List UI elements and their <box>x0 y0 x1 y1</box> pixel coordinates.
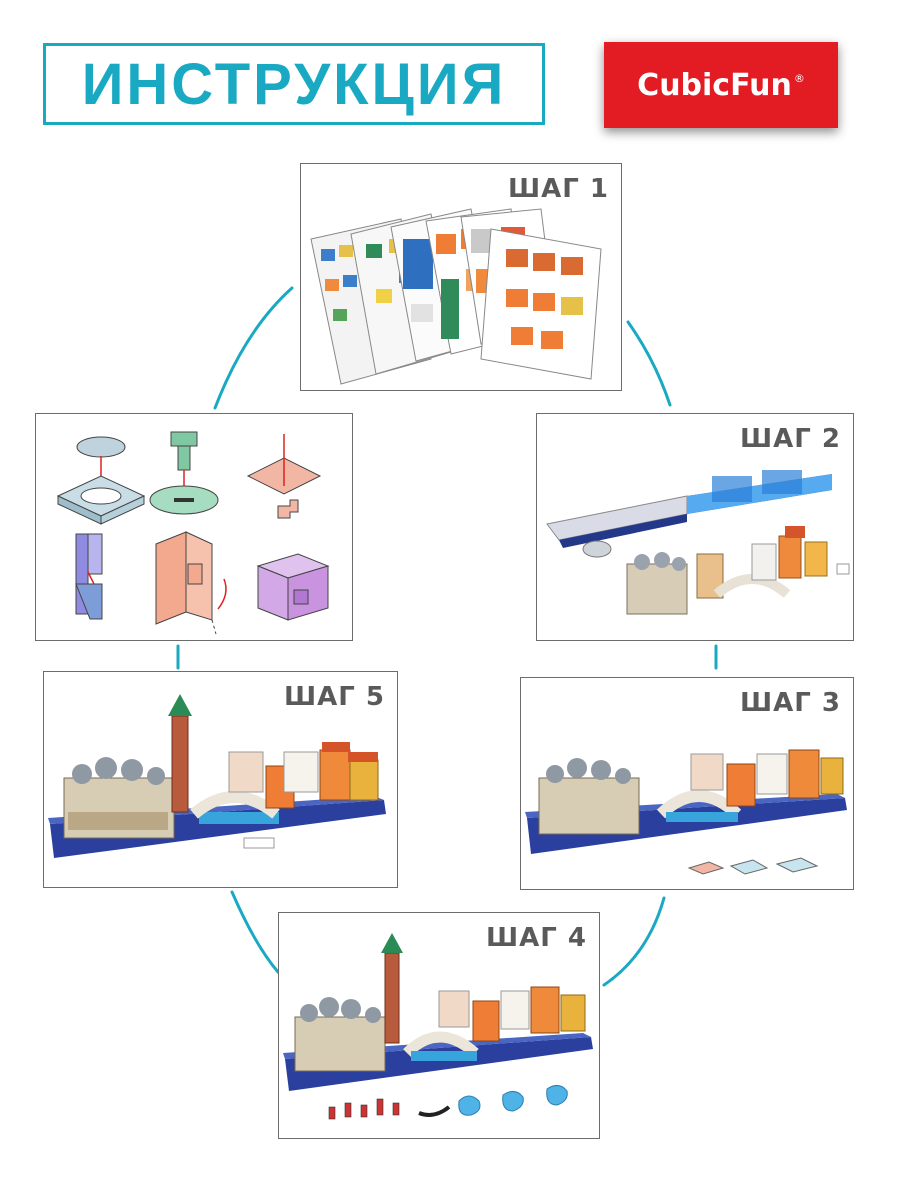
completed-model-illustration <box>48 694 386 858</box>
page-title: ИНСТРУКЦИЯ <box>81 51 507 117</box>
cubicfun-logo: CubicFun ® <box>604 42 838 128</box>
step-3-panel: ШАГ 3 <box>520 677 854 890</box>
step-1-panel: ШАГ 1 <box>300 163 622 391</box>
puzzle-sheets-illustration <box>310 208 602 385</box>
step-3-label: ШАГ 3 <box>740 688 841 718</box>
step-1-label: ШАГ 1 <box>508 174 609 204</box>
title-box: ИНСТРУКЦИЯ <box>43 43 545 125</box>
registered-mark: ® <box>793 71 805 85</box>
step-2-label: ШАГ 2 <box>740 424 841 454</box>
tab-assembly-diagram <box>56 431 330 635</box>
step-4-panel: ШАГ 4 <box>278 912 600 1139</box>
model-with-figures-illustration <box>283 933 593 1120</box>
base-assembly-illustration <box>546 470 850 615</box>
step-2-panel: ШАГ 2 <box>536 413 854 641</box>
logo-text: CubicFun <box>637 67 792 103</box>
step-4-label: ШАГ 4 <box>486 923 587 953</box>
tab-connection-panel <box>35 413 353 641</box>
step-5-panel: ШАГ 5 <box>43 671 398 888</box>
model-with-pieces-illustration <box>525 749 847 875</box>
step-5-label: ШАГ 5 <box>284 682 385 712</box>
